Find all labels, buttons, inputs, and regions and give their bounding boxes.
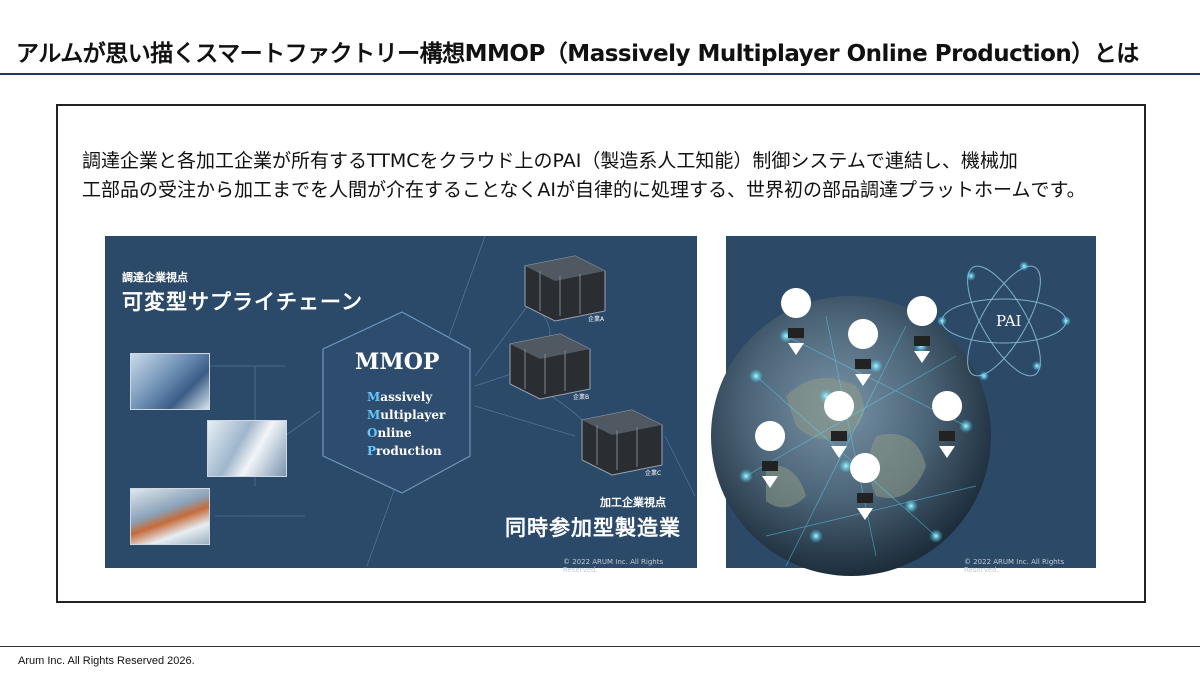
factory-a-icon — [524, 255, 606, 322]
factory-photo-2 — [207, 420, 287, 477]
right-copyright: © 2022 ARUM Inc. All Rights Reserved. — [964, 558, 1065, 574]
pai-globe-figure: © 2022 ARUM Inc. All Rights Reserved. — [711, 236, 1096, 576]
footer-copyright: Arum Inc. All Rights Reserved 2026. — [18, 655, 195, 667]
mmop-line-4: Production — [367, 444, 442, 458]
mmop-figure-graphics — [155, 235, 696, 567]
buyer-perspective-label: 調達企業視点 — [122, 271, 188, 284]
description-line-1: 調達企業と各加工企業が所有するTTMCをクラウド上のPAI（製造系人工知能）制御… — [82, 150, 1018, 172]
factory-photo-3 — [130, 488, 210, 545]
factory-a-label: 企業A — [588, 316, 605, 323]
footer-divider — [0, 646, 1200, 647]
mmop-line-3: Online — [367, 426, 412, 440]
mmop-title: MMOP — [355, 349, 440, 375]
slide-title: アルムが思い描くスマートファクトリー構想MMOP（Massively Multi… — [16, 41, 1139, 67]
mmop-hexagon — [322, 311, 471, 494]
mmop-line-2: Multiplayer — [367, 408, 446, 422]
processor-perspective-label: 加工企業視点 — [600, 496, 666, 509]
variable-supply-chain-label: 可変型サプライチェーン — [122, 289, 363, 314]
left-copyright: © 2022 ARUM Inc. All Rights Reserved. — [563, 558, 664, 574]
factory-photo-1 — [130, 353, 210, 410]
mmop-expansion: Massively Multiplayer Online Production — [367, 388, 445, 460]
location-pin-icons — [755, 288, 963, 520]
mmop-line-1: Massively — [367, 390, 433, 404]
description: 調達企業と各加工企業が所有するTTMCをクラウド上のPAI（製造系人工知能）制御… — [82, 147, 1132, 205]
factory-c-label: 企業C — [645, 470, 662, 477]
factory-b-icon — [509, 333, 591, 400]
factory-c-icon — [581, 409, 663, 476]
title-divider — [0, 73, 1200, 75]
factory-b-label: 企業B — [573, 394, 590, 401]
mmop-figure: 調達企業視点 可変型サプライチェーン MMOP Massively Multip… — [105, 235, 697, 574]
pai-globe-graphics — [711, 261, 1071, 576]
pai-label: PAI — [996, 312, 1022, 330]
description-line-2: 工部品の受注から加工までを人間が介在することなくAIが自律的に処理する、世界初の… — [82, 179, 1086, 201]
simultaneous-manufacturing-label: 同時参加型製造業 — [505, 515, 681, 540]
